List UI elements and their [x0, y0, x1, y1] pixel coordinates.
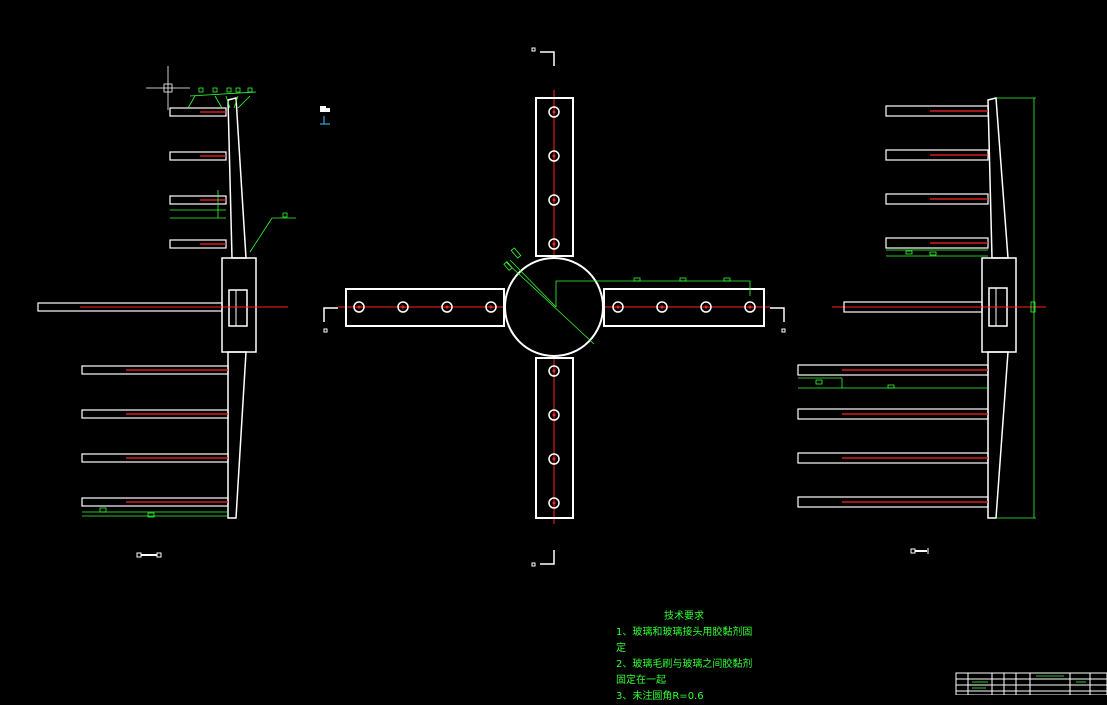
right-plate-top — [987, 97, 1009, 259]
notes-line-1: 1、玻璃和玻璃接头用胶黏剂固 — [616, 627, 753, 638]
left-plate-bottom — [227, 351, 247, 519]
left-brushes-top — [169, 107, 227, 249]
left-scale-marker — [136, 552, 162, 558]
notes-line-3: 2、玻璃毛刷与玻璃之间胶黏剂 — [616, 659, 753, 670]
right-annotations — [798, 97, 1036, 519]
left-plate-top — [227, 97, 247, 259]
left-hub — [221, 257, 257, 353]
section-markers — [323, 47, 786, 567]
technical-requirements: 技术要求 1、玻璃和玻璃接头用胶黏剂固 定 2、玻璃毛刷与玻璃之间胶黏剂 固定在… — [616, 609, 816, 705]
left-side-view — [37, 66, 296, 558]
arm-left — [345, 288, 505, 327]
left-hub-slot — [228, 289, 248, 327]
mounting-holes — [353, 106, 756, 509]
arm-top — [535, 97, 574, 257]
arm-right — [603, 288, 765, 327]
left-brushes-bottom — [81, 365, 229, 507]
crosshair-cursor-icon — [146, 66, 190, 110]
notes-line-4: 固定在一起 — [616, 675, 666, 686]
notes-line-2: 定 — [616, 643, 626, 654]
right-brushes-top — [885, 105, 989, 249]
center-cross-view — [323, 47, 786, 567]
right-brushes-bottom — [797, 364, 989, 508]
ucs-icon — [320, 106, 330, 125]
center-dimensions — [503, 247, 751, 345]
right-scale-marker — [910, 548, 929, 554]
left-annotations — [82, 87, 296, 518]
arm-bottom — [535, 357, 574, 519]
right-hub — [981, 257, 1017, 353]
notes-line-5: 3、未注圆角R=0.6 — [616, 691, 704, 702]
right-plate-bottom — [987, 351, 1009, 519]
right-side-view — [797, 97, 1046, 554]
title-block — [955, 672, 1107, 695]
notes-title: 技术要求 — [664, 611, 704, 622]
